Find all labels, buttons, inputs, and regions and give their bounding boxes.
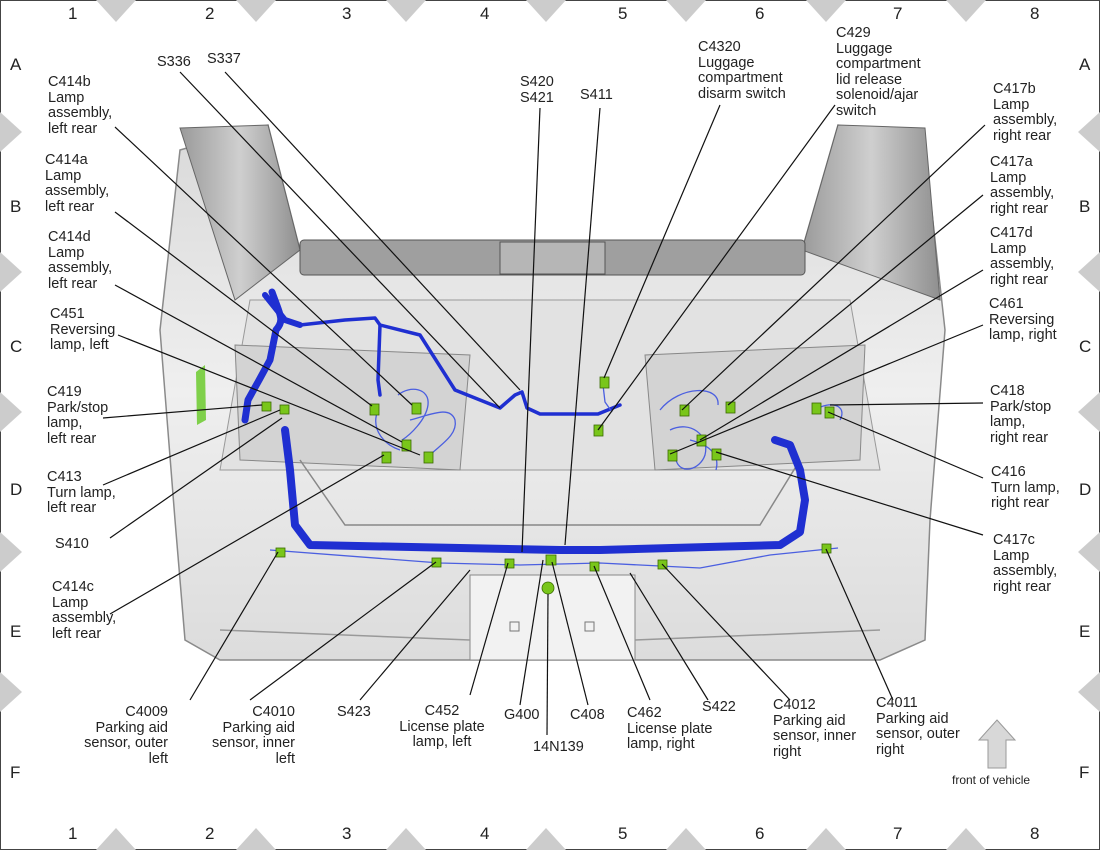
- label-s411: S411: [580, 87, 613, 103]
- main-harness: [241, 288, 809, 554]
- row-c-left: C: [10, 337, 23, 356]
- connector-c4011: [821, 543, 832, 554]
- label-g400: G400: [504, 707, 540, 723]
- col-8-top: 8: [1030, 4, 1040, 23]
- label-c452: C452 License plate lamp, left: [399, 703, 485, 750]
- label-s420-s421: S420 S421: [520, 74, 554, 106]
- row-c-right: C: [1079, 337, 1092, 356]
- row-a-right: A: [1079, 55, 1091, 74]
- label-14n139: 14N139: [533, 739, 584, 755]
- connector-c408: [545, 554, 557, 566]
- col-5-bottom: 5: [618, 824, 628, 843]
- connector-c417a: [725, 401, 736, 414]
- label-c4010: C4010 Parking aid sensor, inner left: [211, 704, 295, 767]
- col-6-bottom: 6: [755, 824, 765, 843]
- connector-c4010: [431, 557, 442, 568]
- connector-c414b: [411, 402, 422, 415]
- label-c419: C419 Park/stop lamp, left rear: [47, 384, 109, 447]
- col-3-bottom: 3: [342, 824, 352, 843]
- row-e-left: E: [10, 622, 22, 641]
- front-of-vehicle-note: front of vehicle: [952, 773, 1031, 787]
- vehicle-rear-body: [159, 124, 946, 661]
- label-c417c: C417c Lamp assembly, right rear: [993, 532, 1058, 595]
- col-6-top: 6: [755, 4, 765, 23]
- label-c4011: C4011 Parking aid sensor, outer right: [876, 695, 960, 758]
- col-8-bottom: 8: [1030, 824, 1040, 843]
- col-1-bottom: 1: [68, 824, 78, 843]
- col-3-top: 3: [342, 4, 352, 23]
- label-c451: C451 Reversing lamp, left: [50, 306, 116, 353]
- label-s337: S337: [207, 51, 241, 67]
- connector-c414c: [381, 451, 392, 464]
- label-s423: S423: [337, 704, 371, 720]
- label-c414d: C414d Lamp assembly, left rear: [48, 229, 113, 292]
- col-4-top: 4: [480, 4, 490, 23]
- connector-g400: [541, 581, 555, 595]
- col-5-top: 5: [618, 4, 628, 23]
- label-s410: S410: [55, 536, 89, 552]
- col-1-top: 1: [68, 4, 78, 23]
- label-c462: C462 License plate lamp, right: [627, 705, 713, 752]
- connector-c452: [504, 558, 515, 569]
- row-b-left: B: [10, 197, 22, 216]
- leader-lines: [102, 71, 986, 736]
- connector-c451: [423, 451, 434, 464]
- connector-c417c: [711, 448, 722, 461]
- connector-c429: [593, 424, 604, 437]
- label-c414c: C414c Lamp assembly, left rear: [52, 579, 117, 642]
- label-c408: C408: [570, 707, 605, 723]
- connector-c413: [279, 404, 290, 415]
- col-2-bottom: 2: [205, 824, 215, 843]
- connector-c418: [811, 402, 822, 415]
- row-f-left: F: [10, 763, 21, 782]
- row-b-right: B: [1079, 197, 1091, 216]
- connector-c4320: [599, 376, 610, 389]
- label-s422: S422: [702, 699, 736, 715]
- connector-c414d: [401, 439, 412, 452]
- label-c416: C416 Turn lamp, right rear: [991, 464, 1060, 511]
- label-c4012: C4012 Parking aid sensor, inner right: [773, 697, 857, 760]
- row-f-right: F: [1079, 763, 1090, 782]
- label-c418: C418 Park/stop lamp, right rear: [990, 383, 1052, 446]
- label-c417d: C417d Lamp assembly, right rear: [990, 225, 1055, 288]
- row-a-left: A: [10, 55, 22, 74]
- label-c414a: C414a Lamp assembly, left rear: [45, 152, 110, 215]
- connector-c461: [667, 449, 678, 462]
- label-c413: C413 Turn lamp, left rear: [47, 469, 116, 516]
- row-e-right: E: [1079, 622, 1091, 641]
- connector-c417b: [679, 404, 690, 417]
- label-c4009: C4009 Parking aid sensor, outer left: [84, 704, 168, 767]
- label-c461: C461 Reversing lamp, right: [989, 296, 1057, 343]
- label-c414b: C414b Lamp assembly, left rear: [48, 74, 113, 137]
- label-c429: C429 Luggage compartment lid release sol…: [836, 25, 921, 119]
- connector-c4009: [275, 547, 286, 558]
- label-c417b: C417b Lamp assembly, right rear: [993, 81, 1058, 144]
- col-4-bottom: 4: [480, 824, 490, 843]
- connector-c419: [261, 401, 272, 412]
- label-c417a: C417a Lamp assembly, right rear: [990, 154, 1055, 217]
- col-2-top: 2: [205, 4, 215, 23]
- row-d-right: D: [1079, 480, 1092, 499]
- label-c4320: C4320 Luggage compartment disarm switch: [698, 39, 786, 102]
- row-d-left: D: [10, 480, 23, 499]
- col-7-top: 7: [893, 4, 903, 23]
- front-arrow-icon: [977, 719, 1017, 769]
- connector-c414a: [369, 403, 380, 416]
- label-s336: S336: [157, 54, 191, 70]
- col-7-bottom: 7: [893, 824, 903, 843]
